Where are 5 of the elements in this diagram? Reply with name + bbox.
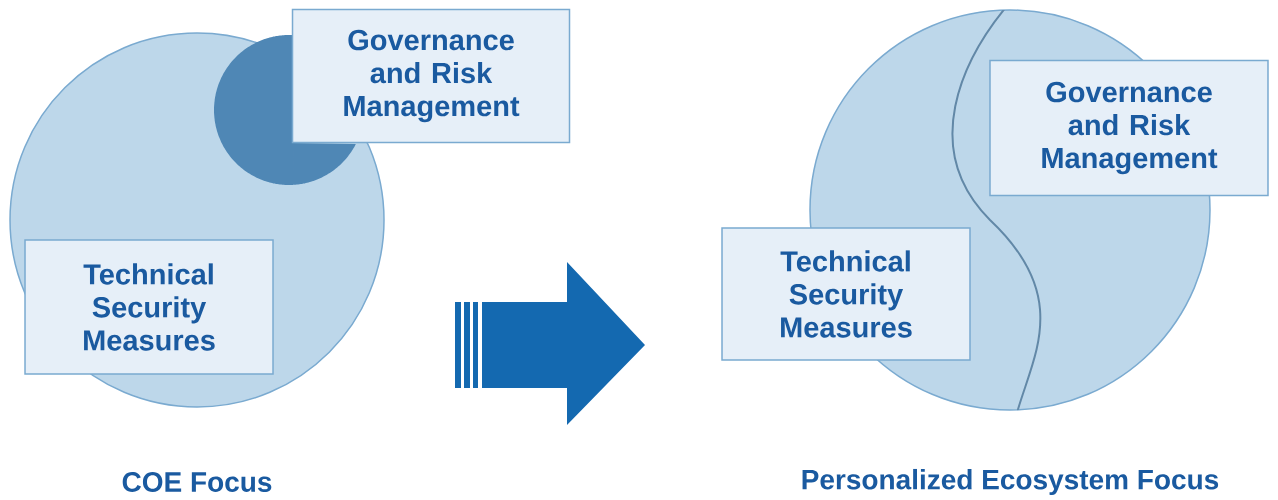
node-label: Personalized Ecosystem Focus	[802, 468, 1219, 496]
text-box: Technical Security Measures	[721, 227, 971, 361]
text-box: Governance and Risk Management	[989, 59, 1269, 197]
text-box: Governance and Risk Management	[291, 8, 571, 144]
node-label: COE Focus	[122, 472, 272, 492]
